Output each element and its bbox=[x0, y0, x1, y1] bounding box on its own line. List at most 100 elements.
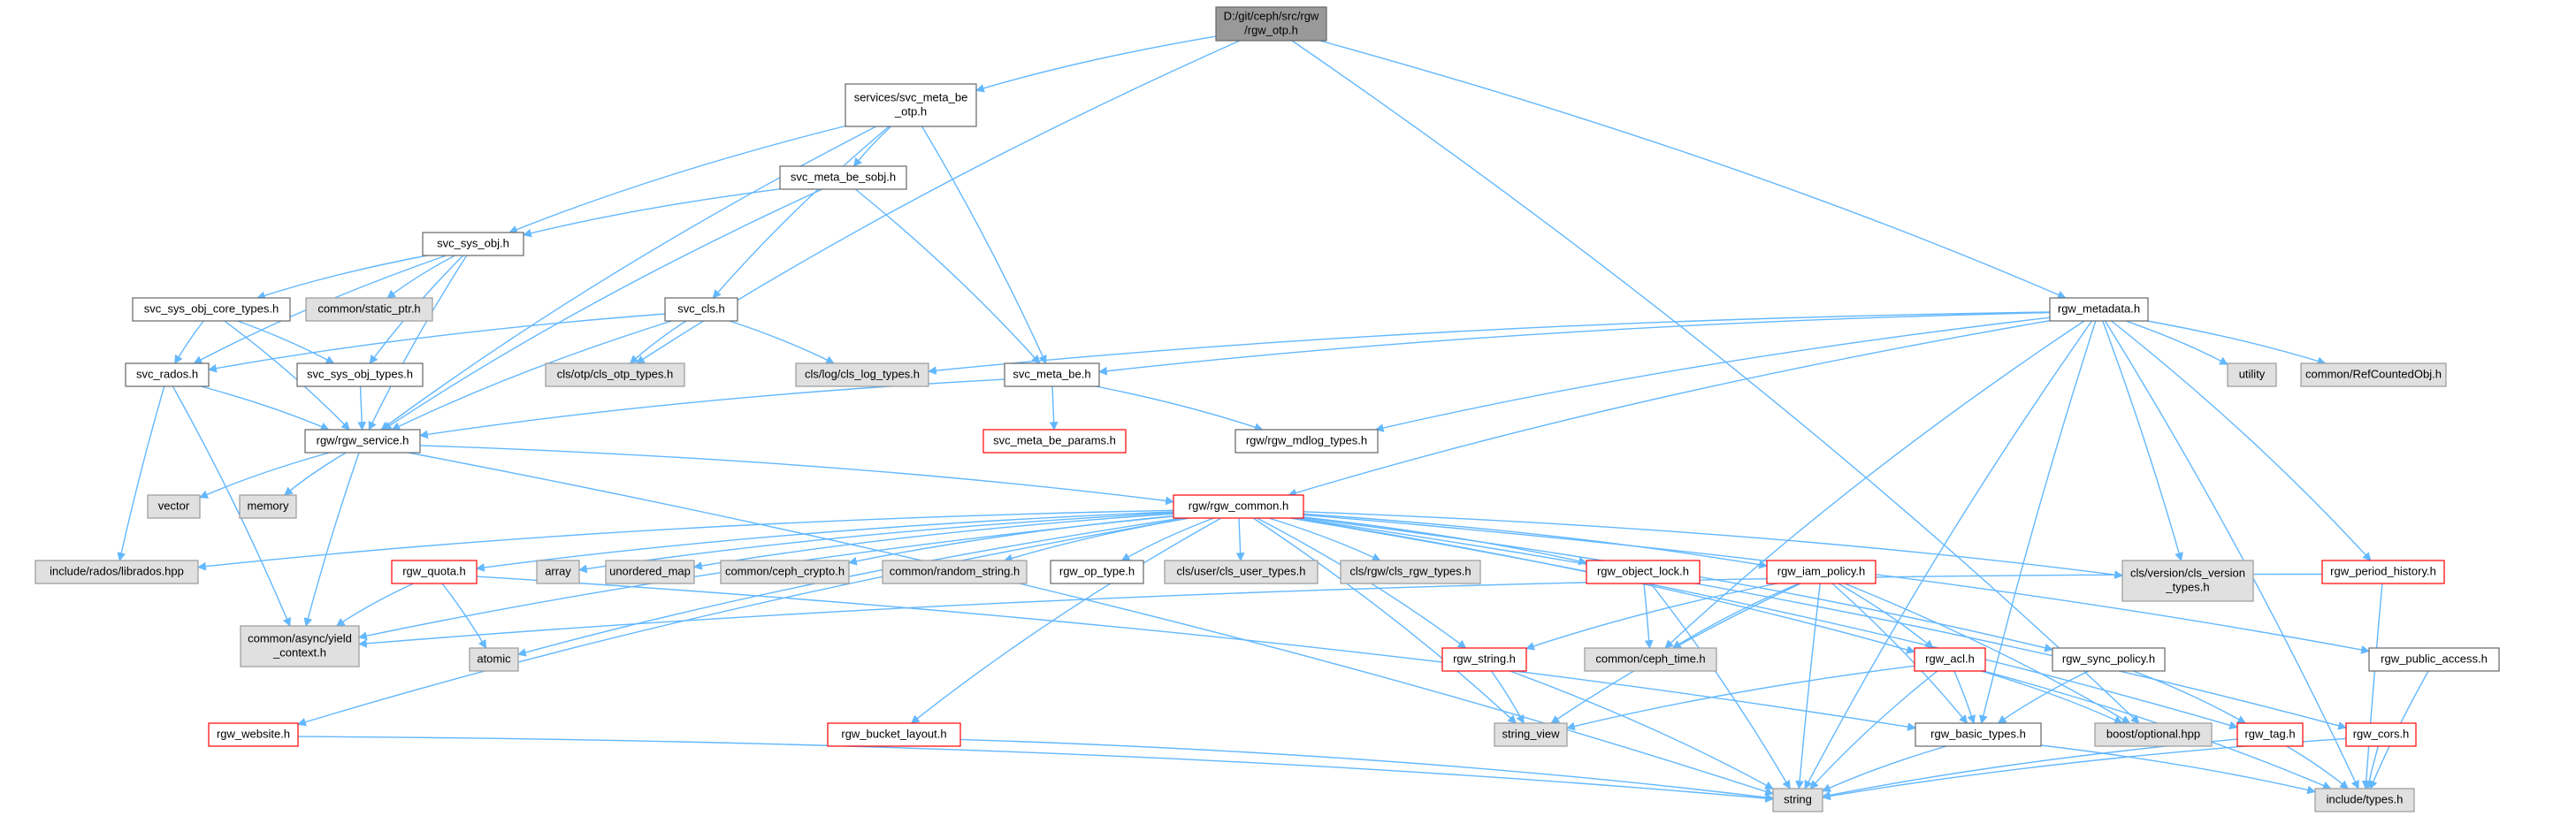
edge-rgw_metadata-to-cls_version_types bbox=[2102, 320, 2183, 561]
node-rgw-otp[interactable]: D:/git/ceph/src/rgw/rgw_otp.h bbox=[1215, 6, 1327, 42]
node-ceph-crypto[interactable]: common/ceph_crypto.h bbox=[720, 560, 850, 584]
node-atomic[interactable]: atomic bbox=[469, 647, 519, 672]
node-string[interactable]: string bbox=[1772, 788, 1823, 812]
node-box bbox=[2321, 560, 2445, 584]
edge-rgw_service-to-yield_context bbox=[303, 452, 360, 627]
node-cls-log-types[interactable]: cls/log/cls_log_types.h bbox=[795, 362, 929, 387]
node-label: svc_meta_be_params.h bbox=[993, 433, 1116, 446]
node-rgw-acl[interactable]: rgw_acl.h bbox=[1914, 647, 1986, 672]
node-ceph-time[interactable]: common/ceph_time.h bbox=[1584, 647, 1717, 672]
edge-rgw_common-to-rgw_bucket_layout bbox=[910, 517, 1222, 724]
node-box bbox=[545, 362, 685, 387]
node-box bbox=[1914, 647, 1986, 672]
node-rgw-op-type[interactable]: rgw_op_type.h bbox=[1050, 560, 1144, 584]
node-rgw-metadata[interactable]: rgw_metadata.h bbox=[2049, 297, 2149, 322]
node-random-string[interactable]: common/random_string.h bbox=[882, 560, 1028, 584]
node-svc-meta-be[interactable]: svc_meta_be.h bbox=[1004, 362, 1100, 387]
edge-rgw_bucket_layout-to-string bbox=[959, 738, 1774, 802]
node-rgw-service[interactable]: rgw/rgw_service.h bbox=[304, 429, 421, 454]
node-label: cls/version/cls_version bbox=[2130, 566, 2245, 579]
node-rgw-cors[interactable]: rgw_cors.h bbox=[2345, 722, 2417, 747]
node-refcounted[interactable]: common/RefCountedObj.h bbox=[2300, 362, 2447, 387]
node-svc-sys-obj-core-types[interactable]: svc_sys_obj_core_types.h bbox=[132, 297, 291, 322]
node-box bbox=[240, 625, 360, 667]
node-rgw-string[interactable]: rgw_string.h bbox=[1441, 647, 1527, 672]
edge-rgw_service-to-rgw_common bbox=[419, 445, 1174, 506]
edge-rgw_metadata-to-utility bbox=[2125, 320, 2228, 365]
node-rgw-basic-types[interactable]: rgw_basic_types.h bbox=[1915, 722, 2042, 747]
node-label: svc_cls.h bbox=[677, 301, 724, 315]
edge-svc_rados-to-librados bbox=[117, 385, 165, 561]
node-memory[interactable]: memory bbox=[239, 494, 297, 519]
node-rgw-quota[interactable]: rgw_quota.h bbox=[391, 560, 478, 584]
node-box bbox=[2345, 722, 2417, 747]
node-cls-user-types[interactable]: cls/user/cls_user_types.h bbox=[1164, 560, 1319, 584]
node-box bbox=[1915, 722, 2042, 747]
node-string-view[interactable]: string_view bbox=[1494, 722, 1568, 747]
node-rgw-sync-policy[interactable]: rgw_sync_policy.h bbox=[2052, 647, 2166, 672]
node-box bbox=[1340, 560, 1481, 584]
node-rgw-object-lock[interactable]: rgw_object_lock.h bbox=[1586, 560, 1701, 584]
node-svc-cls[interactable]: svc_cls.h bbox=[664, 297, 738, 322]
node-cls-version-types[interactable]: cls/version/cls_version_types.h bbox=[2121, 560, 2254, 602]
edge-rgw_metadata-to-rgw_mdlog_types bbox=[1374, 316, 2051, 432]
node-rgw-mdlog-types[interactable]: rgw/rgw_mdlog_types.h bbox=[1234, 429, 1379, 454]
node-svc-sys-obj-types[interactable]: svc_sys_obj_types.h bbox=[296, 362, 424, 387]
node-box bbox=[2094, 722, 2213, 747]
node-label: utility bbox=[2239, 367, 2266, 380]
node-label: services/svc_meta_be bbox=[854, 90, 968, 103]
edge-svc_sys_obj_core_types-to-rgw_service bbox=[224, 320, 350, 431]
node-vector[interactable]: vector bbox=[147, 494, 201, 519]
node-rgw-common[interactable]: rgw/rgw_common.h bbox=[1173, 494, 1304, 519]
node-label: svc_sys_obj_types.h bbox=[307, 367, 413, 380]
edge-rgw_acl-to-rgw_basic_types bbox=[1953, 670, 1976, 724]
edge-rgw_iam_policy-to-rgw_string bbox=[1525, 583, 1777, 651]
node-common-static-ptr[interactable]: common/static_ptr.h bbox=[305, 297, 433, 322]
node-box bbox=[1441, 647, 1527, 672]
node-svc-meta-be-sobj[interactable]: svc_meta_be_sobj.h bbox=[779, 165, 907, 190]
edge-rgw_tag-to-include_types bbox=[2286, 745, 2349, 789]
edge-rgw_metadata-to-svc_meta_be bbox=[1098, 311, 2051, 376]
edge-rgw_service-to-string bbox=[408, 452, 1774, 796]
node-box bbox=[132, 297, 291, 322]
edge-rgw_website-to-string bbox=[297, 736, 1774, 803]
node-yield-context[interactable]: common/async/yield_context.h bbox=[240, 625, 360, 667]
node-label: rgw_website.h bbox=[217, 727, 290, 740]
node-svc-meta-be-otp[interactable]: services/svc_meta_be_otp.h bbox=[845, 83, 977, 127]
node-box bbox=[296, 362, 424, 387]
node-array[interactable]: array bbox=[536, 560, 580, 584]
node-rgw-bucket-layout[interactable]: rgw_bucket_layout.h bbox=[827, 722, 961, 747]
node-boost-optional[interactable]: boost/optional.hpp bbox=[2094, 722, 2213, 747]
node-box bbox=[827, 722, 961, 747]
node-utility[interactable]: utility bbox=[2227, 362, 2277, 387]
edge-rgw_object_lock-to-ceph_time bbox=[1643, 583, 1654, 649]
node-rgw-public-access[interactable]: rgw_public_access.h bbox=[2368, 647, 2500, 672]
node-unordered-map[interactable]: unordered_map bbox=[605, 560, 695, 584]
edge-rgw_quota-to-yield_context bbox=[335, 583, 414, 627]
node-label: D:/git/ceph/src/rgw bbox=[1224, 9, 1319, 22]
edge-rgw_common-to-rgw_acl bbox=[1291, 517, 1915, 654]
node-include-types[interactable]: include/types.h bbox=[2314, 788, 2415, 812]
node-label: rgw_sync_policy.h bbox=[2062, 652, 2155, 665]
node-rgw-iam-policy[interactable]: rgw_iam_policy.h bbox=[1766, 560, 1877, 584]
node-rgw-website[interactable]: rgw_website.h bbox=[208, 722, 299, 747]
edge-svc_meta_be-to-svc_meta_be_params bbox=[1049, 385, 1059, 431]
node-label: common/ceph_crypto.h bbox=[725, 564, 845, 577]
node-label: common/ceph_time.h bbox=[1595, 652, 1705, 665]
node-label: rgw_cors.h bbox=[2353, 727, 2410, 740]
edge-svc_sys_obj_core_types-to-svc_rados bbox=[174, 320, 204, 364]
node-box bbox=[208, 722, 299, 747]
node-cls-otp-types[interactable]: cls/otp/cls_otp_types.h bbox=[545, 362, 685, 387]
node-svc-meta-be-params[interactable]: svc_meta_be_params.h bbox=[982, 429, 1127, 454]
edge-rgw_acl-to-boost_optional bbox=[1981, 670, 2123, 724]
node-svc-rados[interactable]: svc_rados.h bbox=[125, 362, 210, 387]
node-svc-sys-obj[interactable]: svc_sys_obj.h bbox=[422, 232, 524, 256]
edge-rgw_string-to-string bbox=[1510, 670, 1774, 790]
edge-rgw_acl-to-string bbox=[1809, 670, 1938, 789]
node-rgw-tag[interactable]: rgw_tag.h bbox=[2236, 722, 2304, 747]
edge-svc_meta_be_sobj-to-svc_meta_be bbox=[854, 188, 1041, 364]
node-librados[interactable]: include/rados/librados.hpp bbox=[34, 560, 199, 584]
node-box bbox=[982, 429, 1127, 454]
node-cls-rgw-types[interactable]: cls/rgw/cls_rgw_types.h bbox=[1340, 560, 1481, 584]
node-rgw-period-history[interactable]: rgw_period_history.h bbox=[2321, 560, 2445, 584]
